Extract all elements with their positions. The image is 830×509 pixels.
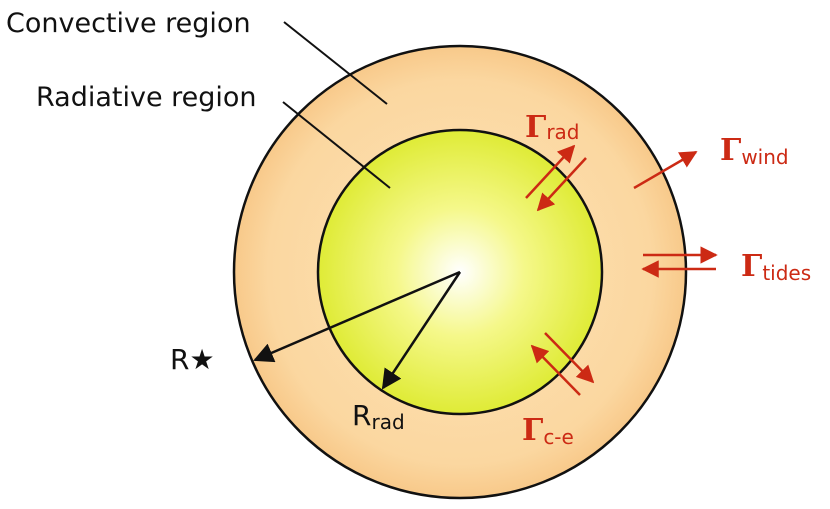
gamma-rad-arrow-out	[525, 144, 576, 199]
gamma-ce-arrow-out	[544, 332, 595, 384]
r-rad-arrow	[381, 271, 462, 390]
gamma-ce-label: Γc-e	[522, 413, 574, 449]
r-rad-subscript: rad	[371, 410, 404, 434]
gamma-wind-arrow	[633, 150, 698, 190]
radiative-region-label: Radiative region	[36, 82, 257, 113]
gamma-ce-arrow-in	[530, 344, 581, 396]
gamma-rad-arrow-in	[536, 157, 587, 212]
convective-region-label: Convective region	[6, 8, 251, 39]
radiative-pointer-line	[282, 101, 391, 189]
gamma-wind-label: Γwind	[720, 133, 789, 169]
gamma-rad-label: Γrad	[525, 110, 580, 145]
r-star-arrow	[253, 270, 461, 363]
r-star-label: R★	[170, 343, 215, 376]
r-rad-label: Rrad	[352, 399, 405, 434]
gamma-tides-label: Γtides	[741, 249, 811, 285]
convective-pointer-line	[283, 21, 388, 105]
